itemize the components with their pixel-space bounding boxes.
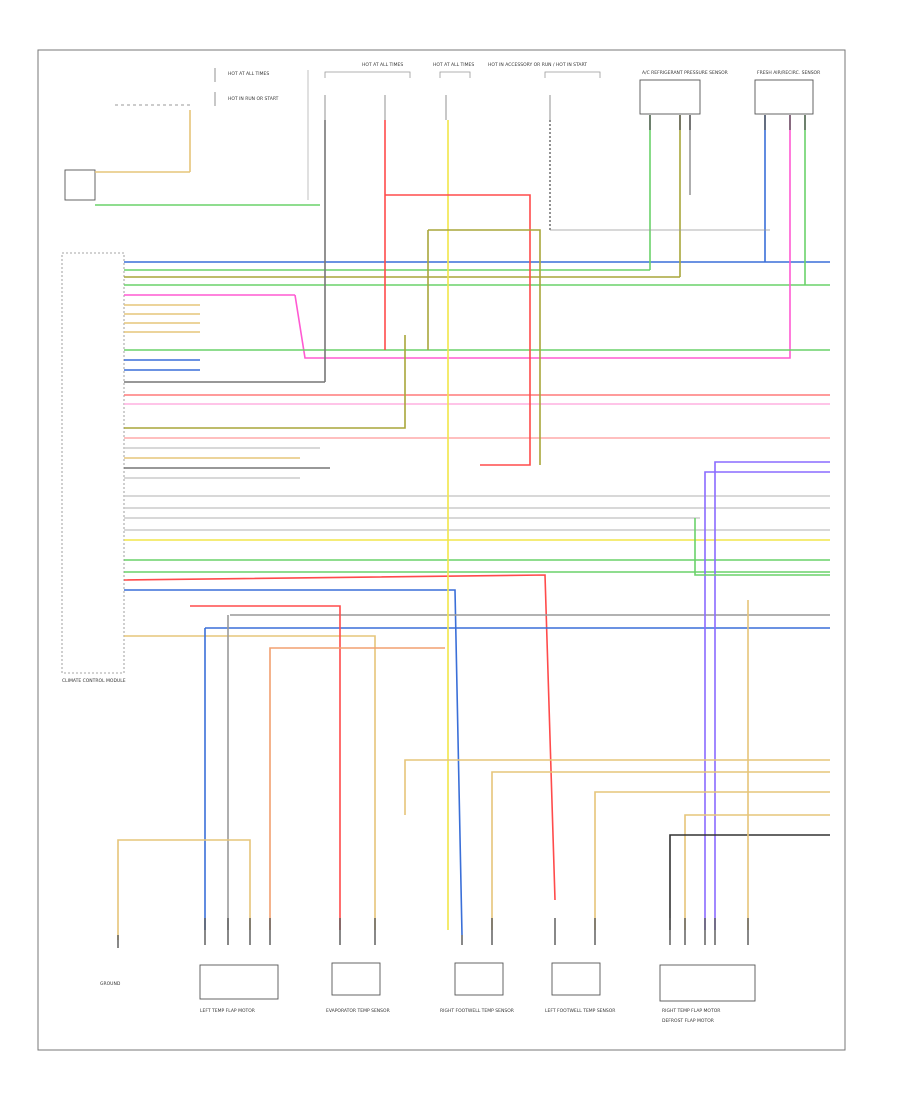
fuse-feeds — [324, 115, 806, 930]
connector-stubs — [117, 918, 749, 948]
diagram-frame — [37, 49, 846, 1051]
top-pin-stubs — [649, 115, 806, 130]
left-temp-sensor-label: LEFT FOOTWELL TEMP SENSOR — [545, 1008, 615, 1014]
defrost-motor-label: DEFROST FLAP MOTOR — [662, 1018, 714, 1024]
evap-sensor-label: EVAPORATOR TEMP SENSOR — [326, 1008, 390, 1014]
left-temp-sensor-box — [551, 962, 601, 996]
control-module-box — [61, 252, 125, 674]
right-wires — [404, 461, 830, 930]
right-flap-motor-box — [659, 964, 756, 1002]
right-flap-motor-label: RIGHT TEMP FLAP MOTOR — [662, 1008, 720, 1014]
fuse-2-text: HOT AT ALL TIMES — [433, 62, 474, 68]
ground-wire — [117, 839, 251, 940]
legend: HOT AT ALL TIMES HOT IN RUN OR START — [214, 68, 309, 200]
fresh-air-sensor-box — [754, 79, 814, 115]
right-temp-sensor-box — [454, 962, 504, 996]
ground-label: GROUND — [100, 981, 121, 987]
left-flap-motor-box — [199, 964, 279, 1000]
legend-2-text: HOT IN RUN OR START — [228, 96, 279, 102]
bottom-components: LEFT TEMP FLAP MOTOR EVAPORATOR TEMP SEN… — [199, 962, 756, 1024]
module-wires — [123, 115, 830, 936]
evap-sensor-box — [331, 962, 381, 996]
ac-pressure-sensor-box — [639, 79, 701, 115]
fuse-3-text: HOT IN ACCESSORY OR RUN / HOT IN START — [488, 62, 587, 68]
right-temp-sensor-label: RIGHT FOOTWELL TEMP SENSOR — [440, 1008, 514, 1014]
fuse-headers: HOT AT ALL TIMES HOT AT ALL TIMES HOT IN… — [324, 62, 601, 120]
left-flap-motor-label: LEFT TEMP FLAP MOTOR — [200, 1008, 255, 1014]
control-module-label: CLIMATE CONTROL MODULE — [62, 678, 126, 684]
legend-1-text: HOT AT ALL TIMES — [228, 71, 269, 77]
ac-pressure-sensor-label: A/C REFRIGERANT PRESSURE SENSOR — [642, 70, 728, 76]
left-upper-sensor-box — [64, 169, 96, 201]
fresh-air-sensor-label: FRESH AIR/RECIRC. SENSOR — [757, 70, 820, 76]
fuse-1-text: HOT AT ALL TIMES — [362, 62, 403, 68]
